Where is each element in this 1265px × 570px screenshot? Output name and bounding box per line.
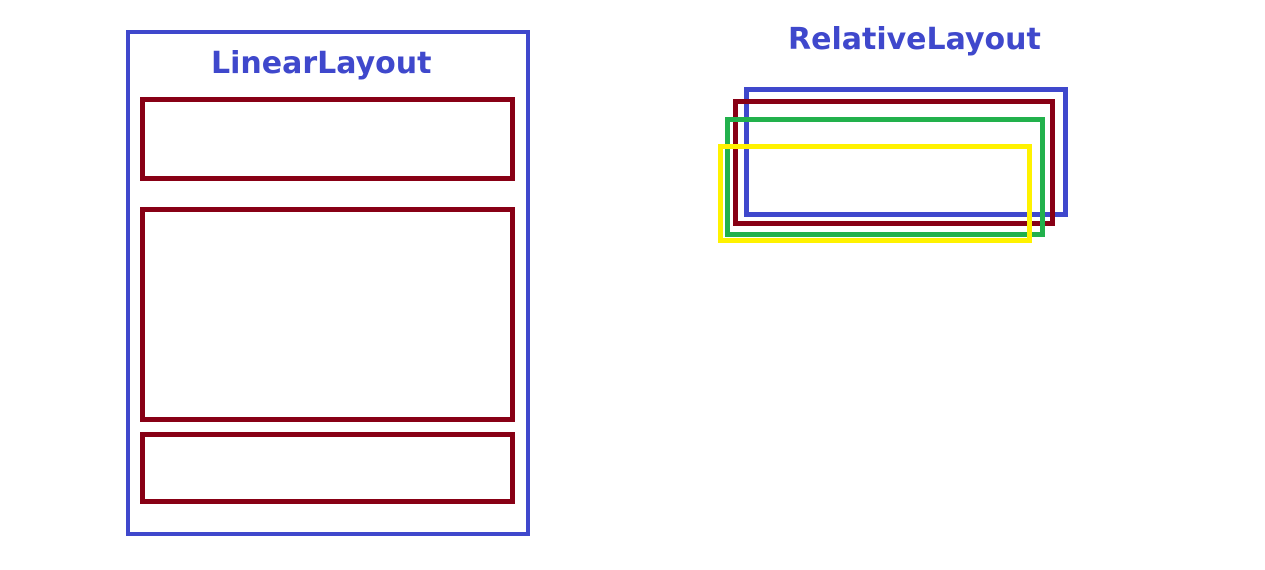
linear-layout-child-middle bbox=[140, 207, 515, 422]
relative-layout-title: RelativeLayout bbox=[788, 22, 1041, 57]
linear-layout-container bbox=[126, 30, 530, 536]
linear-layout-title: LinearLayout bbox=[211, 46, 432, 81]
linear-layout-child-top bbox=[140, 97, 515, 181]
relative-layout-box-blue bbox=[744, 87, 1068, 217]
linear-layout-child-bottom bbox=[140, 432, 515, 504]
relative-layout-box-yellow bbox=[718, 144, 1032, 243]
relative-layout-box-green bbox=[725, 117, 1045, 237]
relative-layout-box-red bbox=[733, 99, 1055, 226]
